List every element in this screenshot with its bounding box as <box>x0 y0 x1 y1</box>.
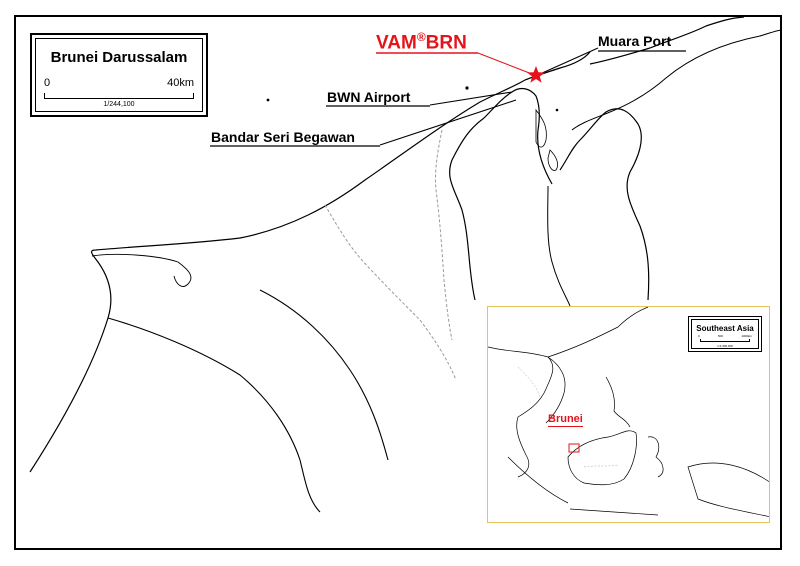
district-border <box>324 204 457 381</box>
china-coast <box>547 307 649 358</box>
java-coast <box>569 508 659 516</box>
bay-coast <box>571 29 783 131</box>
vam-star-icon <box>527 66 545 83</box>
brunei-inset-label: Brunei <box>548 413 583 427</box>
mainland-coast <box>488 346 554 478</box>
muara-port-label: Muara Port <box>598 33 672 49</box>
interior-boundary <box>107 317 321 513</box>
map-title: Brunei Darussalam <box>50 49 188 66</box>
southeast-asia-map <box>488 307 769 517</box>
temburong-inner <box>547 185 571 307</box>
bandar-seri-begawan-label: Bandar Seri Begawan <box>211 129 355 145</box>
temburong-coast <box>559 108 650 301</box>
registered-mark: ® <box>416 30 426 44</box>
inset-scale-ticks: 0 500 1000km <box>698 334 752 338</box>
scale-end-label: 40km <box>167 77 194 89</box>
east-coastline <box>449 87 553 301</box>
inset-scale-bar <box>700 339 750 342</box>
west-coastline <box>29 51 591 473</box>
leader-muara <box>539 47 599 75</box>
leader-airport <box>429 91 513 106</box>
interior-boundary-2 <box>259 289 389 461</box>
borneo-coast <box>567 430 637 486</box>
inset-scale-end: 1000km <box>741 334 752 338</box>
inset-map: Brunei Southeast Asia 0 500 1000km 1:6,3… <box>487 306 770 523</box>
legend-inner-border: Brunei Darussalam 0 40km 1/244,100 <box>35 38 203 112</box>
inset-borders <box>517 366 541 398</box>
leader-vam <box>477 52 533 75</box>
inset-scale-ratio: 1:6,300,000 <box>717 344 733 348</box>
inset-scale-start: 0 <box>698 334 700 338</box>
scale-start-label: 0 <box>44 77 51 89</box>
vam-suffix: BRN <box>425 32 467 54</box>
inset-scale-mid: 500 <box>717 334 723 338</box>
vam-brn-label: VAM®BRN <box>376 30 467 54</box>
inset-legend-inner: Southeast Asia 0 500 1000km 1:6,300,000 <box>691 319 759 349</box>
brunei-highlight-box <box>568 443 580 453</box>
coast-shelf <box>91 253 192 287</box>
new-guinea-coast <box>687 462 769 517</box>
inset-borders-2 <box>583 464 619 468</box>
estuary-island <box>535 108 547 148</box>
inset-title: Southeast Asia <box>696 324 754 333</box>
islet <box>555 108 559 112</box>
sulawesi-coast <box>647 436 664 478</box>
leader-bandar <box>379 99 517 146</box>
scale-bar <box>44 93 194 99</box>
district-border-2 <box>435 129 453 341</box>
scale-ratio: 1/244,100 <box>103 101 135 108</box>
islet <box>266 98 270 102</box>
inset-legend: Southeast Asia 0 500 1000km 1:6,300,000 <box>688 316 762 352</box>
islet <box>465 86 469 90</box>
vam-prefix: VAM <box>376 32 417 54</box>
philippines-coast <box>605 376 631 428</box>
indochina-coast <box>545 356 566 424</box>
bwn-airport-label: BWN Airport <box>327 89 411 105</box>
map-legend: Brunei Darussalam 0 40km 1/244,100 <box>30 33 208 117</box>
estuary-island-2 <box>547 149 558 171</box>
sabah-coast <box>589 16 745 65</box>
sumatra-coast <box>507 456 569 504</box>
